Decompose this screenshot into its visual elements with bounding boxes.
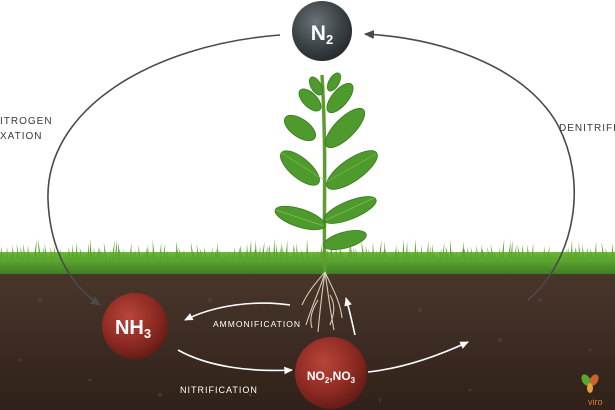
- leaf-logo-icon: [581, 374, 599, 393]
- fixation-arrow: [47, 34, 281, 306]
- denitrification-arrow: [363, 30, 575, 301]
- brand-text: viro: [588, 397, 603, 407]
- to-denitrification-arrow: [367, 341, 469, 373]
- ammonification-arrow: [184, 302, 291, 321]
- nitrification-arrow: [177, 349, 293, 375]
- no3-subscript: 3: [351, 376, 356, 385]
- svg-text:N2: N2: [311, 22, 333, 47]
- nh3-label: NH: [115, 317, 144, 339]
- soil-texture: [18, 298, 592, 402]
- svg-text:NH3: NH3: [115, 317, 151, 341]
- brand-logo: viro: [581, 374, 603, 407]
- n2-subscript: 2: [326, 32, 333, 47]
- no2-subscript: 2: [325, 376, 330, 385]
- nh3-node: NH3: [102, 293, 168, 359]
- n2-label: N: [311, 22, 326, 45]
- no2-label: NO: [307, 369, 325, 383]
- fixation-label-line2: XATION: [0, 131, 42, 142]
- plant-icon: [274, 72, 378, 333]
- svg-text:NO2,NO3: NO2,NO3: [307, 369, 356, 385]
- nitrification-label: NITRIFICATION: [180, 385, 258, 395]
- grass-strip: [0, 238, 615, 274]
- nh3-subscript: 3: [144, 326, 151, 341]
- ammonification-label: AMMONIFICATION: [213, 319, 301, 329]
- uptake-arrow: [344, 297, 356, 336]
- n2-node: N2: [292, 1, 352, 61]
- no2-no3-node: NO2,NO3: [295, 337, 367, 409]
- denitrification-label: DENITRIFI: [559, 123, 615, 134]
- fixation-label-line1: ITROGEN: [0, 116, 53, 127]
- no3-label: ,NO: [329, 369, 350, 383]
